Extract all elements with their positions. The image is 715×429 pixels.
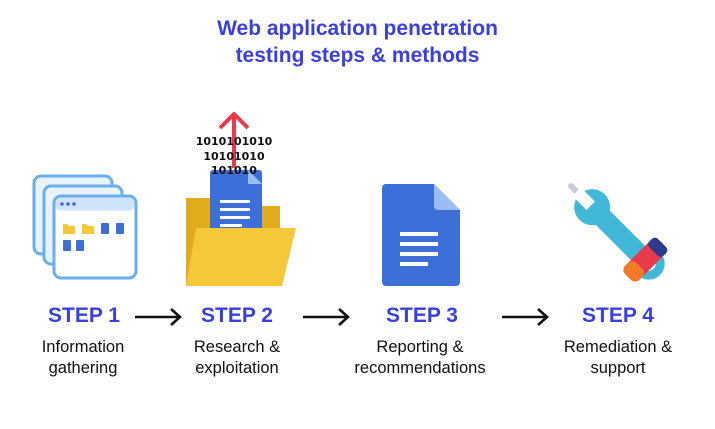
step-4-label: STEP 4: [582, 304, 654, 327]
page-title: Web application penetration testing step…: [0, 15, 715, 69]
step-1-label: STEP 1: [48, 304, 120, 327]
step-4-desc-line-2: support: [590, 359, 646, 377]
step-4-description: Remediation & support: [533, 337, 703, 379]
arrow-right-icon: [303, 308, 350, 326]
step-3-label: STEP 3: [386, 304, 458, 327]
step-1-desc-line-2: gathering: [48, 359, 118, 377]
browser-windows-icon: [32, 174, 138, 280]
step-3-desc-line-2: recommendations: [354, 359, 486, 377]
step-1-desc-line-1: Information: [41, 338, 125, 356]
title-line-2: testing steps & methods: [235, 44, 480, 67]
step-4-desc-line-1: Remediation &: [563, 338, 673, 356]
binary-line-3: 101010: [211, 164, 257, 177]
title-line-1: Web application penetration: [217, 17, 498, 40]
step-1-description: Information gathering: [0, 337, 168, 379]
binary-line-2: 10101010: [203, 149, 265, 163]
step-2-label: STEP 2: [201, 304, 273, 327]
up-arrow-icon: [232, 116, 236, 168]
step-3-description: Reporting & recommendations: [335, 337, 505, 379]
document-icon: [382, 184, 460, 286]
binary-line-1: 1010101010: [195, 135, 273, 148]
step-2-desc-line-1: Research &: [193, 338, 281, 356]
binary-text: 1010101010 10101010 101010: [188, 135, 280, 179]
tools-icon: [568, 183, 668, 282]
step-2-description: Research & exploitation: [152, 337, 322, 379]
arrow-right-icon: [135, 308, 182, 326]
step-3-desc-line-1: Reporting &: [376, 338, 464, 356]
arrow-right-icon: [502, 308, 549, 326]
step-2-desc-line-2: exploitation: [195, 359, 279, 377]
folder-binary-icon: [186, 112, 296, 286]
